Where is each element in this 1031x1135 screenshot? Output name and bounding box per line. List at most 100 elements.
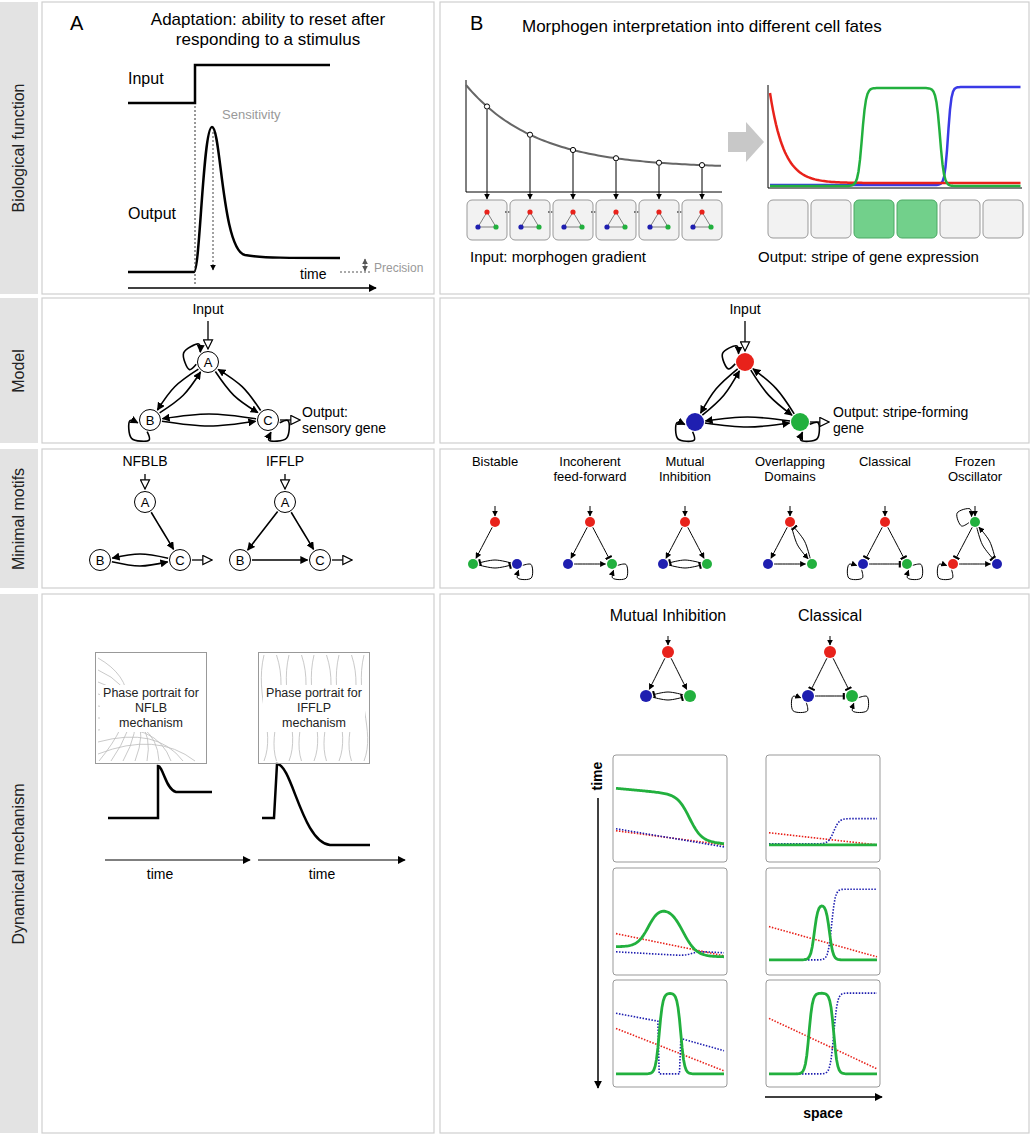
cell [553,200,593,240]
profile-green [616,993,724,1073]
gene-dot [736,353,754,371]
phase-portrait-box: Phase portrait for IFFLP mechanism [258,652,370,764]
snapshot-frame [613,980,727,1087]
interaction-arrow [866,527,882,558]
node-text: Model [10,349,28,393]
interaction-arrow [774,564,806,565]
gene-dot [858,559,868,569]
gene-dot [684,690,696,702]
interaction-arrow [701,369,738,413]
caption-label: Input: morphogen gradient [470,248,646,265]
node-text: A [204,356,213,369]
gene-dot [640,690,652,702]
readout-arrow [487,110,488,199]
panel-frame [42,2,434,294]
gene-node: A [197,351,219,373]
interaction-arrow [476,527,492,558]
process-arrow [728,122,764,162]
time-axis [128,287,376,289]
interaction-arrow [705,417,790,421]
snapshot-frame [766,980,880,1087]
interaction-arrow [160,372,201,413]
gene-node: C [309,549,331,571]
sensitivity-arrow [213,132,214,270]
profile-green [769,906,877,960]
cell [682,200,722,240]
profile-green [616,788,724,843]
gene-dot [518,224,523,229]
input-arrow [685,506,686,516]
gene-dot [902,559,912,569]
precision-arrow [365,259,366,271]
motif-name: Frozen Oscillator [929,455,1021,485]
motif-name: Classical [798,607,862,625]
gene-dot [665,224,670,229]
interaction-arrow [671,658,687,689]
output-label: Output: stripe-forming gene [833,404,983,436]
self-loop [957,509,972,527]
axis-label: space [803,1105,843,1121]
interaction-arrow [833,658,849,689]
cell [639,200,679,240]
profile-red [769,1018,877,1069]
gene-dot [656,209,661,214]
cell [467,200,507,240]
interaction-arrow [571,527,587,558]
interaction-arrow [669,565,701,568]
panel-letter: A [70,12,83,35]
gene-dot [536,224,541,229]
axis-label: time [309,866,335,882]
node-text: Minimal motifs [10,467,28,569]
interaction-arrow [574,564,606,565]
readout-arrow [659,166,660,199]
profile-green [616,911,724,956]
output-arrow [192,559,212,560]
profile-blue [769,889,877,960]
input-step [128,65,330,103]
profile-blue [616,829,724,847]
sample-point [699,163,704,168]
expression-curve [770,93,1021,183]
input-arrow [975,506,976,516]
gene-node: C [257,409,279,431]
snapshot-frame [766,868,880,975]
gene-dot [802,690,814,702]
gene-dot [948,559,958,569]
gene-dot [658,559,668,569]
streamline [98,737,183,761]
motif-name: Bistable [449,455,541,470]
gene-dot [475,224,480,229]
cell [940,200,980,238]
gene-dot [807,559,817,569]
gene-dot [785,517,795,527]
sample-point [527,132,532,137]
motif-name: NFBLB [122,453,167,469]
motif-name: Incoherent feed-forward [544,455,636,485]
row-band: Biological function [0,2,38,294]
time-arrow [597,798,599,1088]
profile-red [616,1028,724,1070]
profile-blue [769,819,877,844]
panel-frame [42,449,434,588]
interaction-arrow [479,565,511,568]
interaction-arrow [653,697,683,700]
interaction-arrow [653,692,683,695]
sample-point [570,147,575,152]
node-text: B [96,554,105,567]
gene-dot [561,224,566,229]
input-arrow [495,506,496,516]
output-arrow [332,559,352,560]
gene-dot [622,224,627,229]
gene-node: B [89,549,111,571]
row-band: Dynamical mechanism [0,594,38,1133]
expression-curve [770,88,1021,186]
profile-blue [769,993,877,1074]
axis-label: time [300,266,326,282]
axis-label: Input [128,70,164,88]
interaction-arrow [215,371,258,412]
interaction-arrow [479,560,511,563]
caption-label: Output: stripe of gene expression [758,248,979,265]
gene-dot [468,559,478,569]
